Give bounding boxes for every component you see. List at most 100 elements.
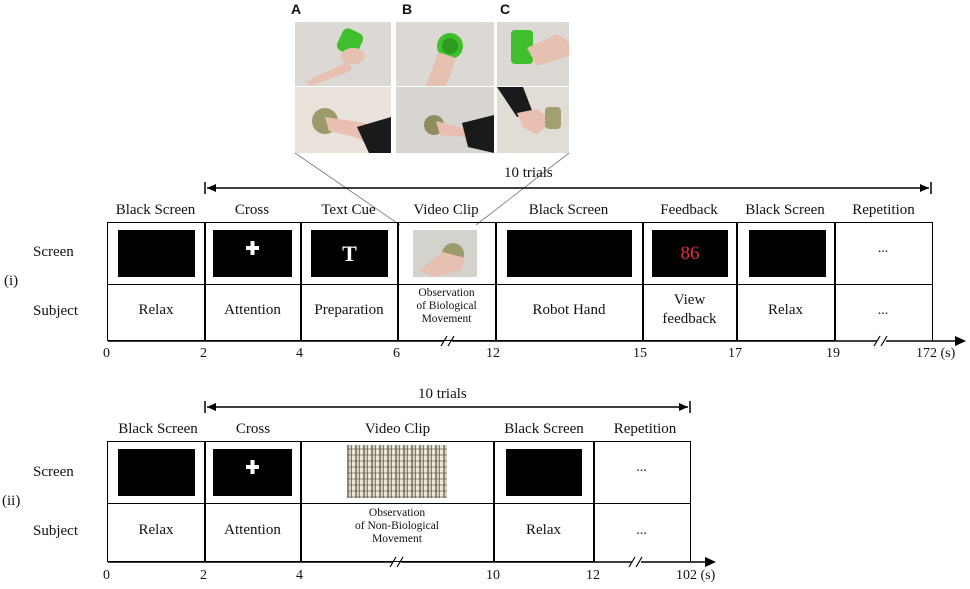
photo-a-bottom [295, 87, 391, 153]
top-screen-cell-2 [204, 222, 302, 285]
top-tick: 17 [728, 346, 742, 361]
bottom-tick: 0 [103, 568, 110, 583]
subject-line: of Biological [416, 300, 477, 312]
top-screen-cell-3: T [300, 222, 399, 285]
bottom-header-black-screen-1: Black Screen [118, 421, 198, 437]
black-screen [118, 230, 195, 277]
top-header-black-screen-3: Black Screen [745, 202, 825, 218]
top-trials-label: 10 trials [504, 165, 553, 181]
feedback-screen: 86 [652, 230, 728, 277]
subject-text: Preparation [314, 301, 384, 318]
subject-line: of Non-Biological [355, 520, 439, 532]
photo-b-top [396, 22, 494, 86]
top-subject-cell-5: Robot Hand [495, 283, 644, 341]
top-screen-cell-1 [107, 222, 206, 285]
top-subject-cell-4: Observation of Biological Movement [397, 283, 497, 341]
top-header-repetition: Repetition [852, 202, 915, 218]
subject-text: Relax [138, 301, 174, 318]
top-screen-cell-7 [736, 222, 836, 285]
top-subject-cell-1: Relax [107, 283, 206, 341]
top-header-video-clip: Video Clip [413, 202, 479, 218]
top-screen-cell-8: ... [834, 222, 933, 285]
subject-line: View [673, 292, 706, 308]
subject-text: Relax [526, 521, 561, 538]
panel-letter-a: A [291, 1, 302, 17]
subject-line: feedback [662, 311, 717, 327]
bottom-trials-label: 10 trials [418, 386, 467, 402]
black-screen [507, 230, 632, 277]
subject-text: ... [877, 303, 889, 318]
top-header-black-screen-1: Black Screen [115, 202, 196, 218]
top-subject-cell-2: Attention [204, 283, 302, 341]
cross-icon [246, 241, 259, 255]
bottom-header-cross: Cross [235, 421, 271, 437]
bottom-header-video-clip: Video Clip [364, 421, 431, 437]
top-subject-cell-6: View feedback [642, 283, 738, 341]
top-header-text-cue: Text Cue [321, 202, 376, 218]
bottom-screen-cell-1 [107, 441, 206, 504]
photo-c-top [497, 22, 569, 86]
top-tick: 4 [296, 346, 303, 361]
top-tick: 0 [103, 346, 110, 361]
bottom-tick: 2 [200, 568, 207, 583]
subject-line: Observation [368, 507, 426, 519]
cross-icon [246, 460, 259, 474]
top-screen-cell-5 [495, 222, 644, 285]
top-row-subject-label: Subject [33, 303, 78, 319]
top-row-screen-label: Screen [33, 244, 74, 260]
top-subject-cell-8: ... [834, 283, 933, 341]
bottom-tick: 10 [486, 568, 500, 583]
black-screen [118, 449, 195, 496]
subject-text: Observation of Non-Biological Movement [301, 507, 493, 546]
bottom-tick: 102 (s) [676, 568, 716, 583]
bottom-tick: 12 [586, 568, 600, 583]
top-tick: 12 [486, 346, 500, 361]
repetition-ellipsis: ... [636, 460, 647, 475]
subject-text: Attention [224, 521, 281, 538]
black-screen [506, 449, 582, 496]
top-tick: 19 [826, 346, 840, 361]
top-header-black-screen-2: Black Screen [528, 202, 609, 218]
bottom-screen-cell-5: ... [593, 441, 691, 504]
photo-a-top [295, 22, 391, 86]
photo-b-bottom [396, 87, 494, 153]
top-tick: 15 [633, 346, 647, 361]
cross-screen [213, 449, 292, 496]
subject-line: Movement [372, 533, 422, 545]
black-screen [749, 230, 826, 277]
top-header-feedback: Feedback [660, 202, 718, 218]
bottom-screen-cell-3 [300, 441, 495, 504]
panel-letter-c: C [500, 1, 511, 17]
top-subject-cell-7: Relax [736, 283, 836, 341]
bottom-subject-cell-3: Observation of Non-Biological Movement [300, 502, 495, 562]
subject-line: Movement [421, 313, 472, 325]
top-tick: 172 (s) [916, 346, 956, 361]
subject-text: Robot Hand [532, 301, 606, 318]
top-tick: 2 [200, 346, 207, 361]
top-header-cross: Cross [234, 202, 270, 218]
top-tick: 6 [393, 346, 400, 361]
subject-line: Observation [418, 287, 475, 299]
bottom-subject-cell-1: Relax [107, 502, 206, 562]
subject-text: Observation of Biological Movement [398, 287, 495, 326]
bottom-subject-cell-5: ... [593, 502, 691, 562]
subject-text: Relax [768, 301, 803, 318]
subject-text: View feedback [643, 291, 736, 329]
bottom-tick: 4 [296, 568, 303, 583]
cross-screen [213, 230, 292, 277]
bottom-header-black-screen-2: Black Screen [504, 421, 584, 437]
bottom-row-subject-label: Subject [33, 523, 78, 539]
repetition-ellipsis: ... [877, 241, 889, 256]
subject-text: Relax [138, 521, 174, 538]
photo-c-bottom [497, 87, 569, 153]
top-screen-cell-6: 86 [642, 222, 738, 285]
bottom-row-screen-label: Screen [33, 464, 74, 480]
subject-text: ... [636, 523, 647, 538]
text-cue-screen: T [311, 230, 388, 277]
bottom-header-repetition: Repetition [613, 421, 677, 437]
bottom-subject-cell-4: Relax [493, 502, 595, 562]
top-screen-cell-4 [397, 222, 497, 285]
top-section-label: (i) [4, 273, 19, 289]
video-clip-thumbnail [413, 230, 477, 277]
